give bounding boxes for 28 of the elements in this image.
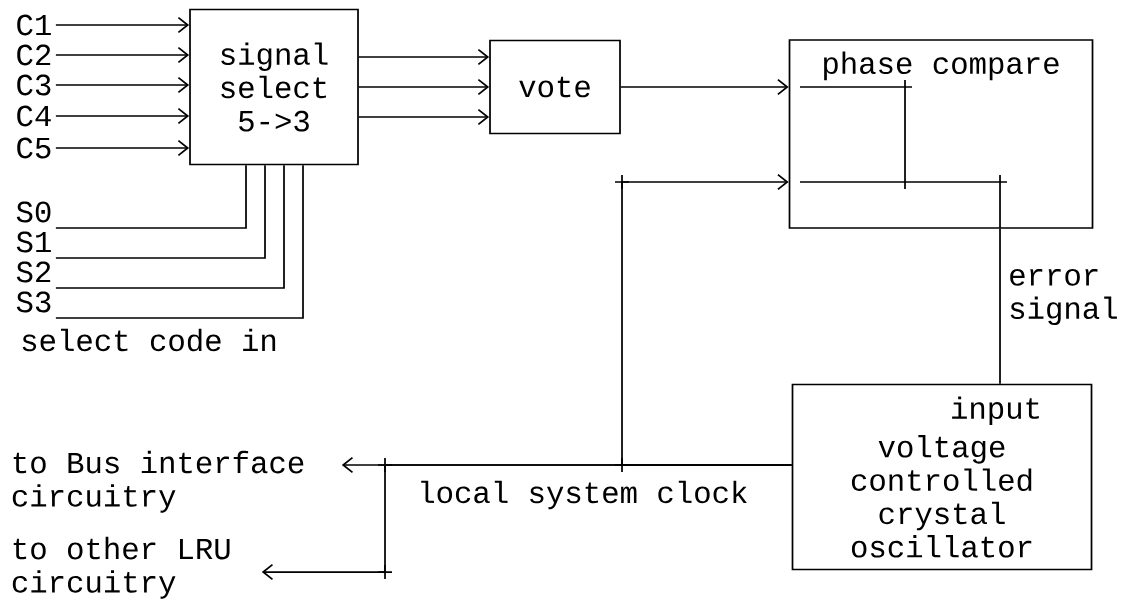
signal-label: S0 (16, 201, 51, 223)
arrow (55, 76, 190, 94)
signal-label: S2 (16, 261, 51, 283)
signal-label: S3 (16, 291, 51, 313)
signal-label: C1 (17, 14, 51, 36)
signal-label: C2 (17, 44, 51, 66)
arrow (261, 464, 793, 581)
arrow (358, 108, 490, 126)
block-box: input voltage controlled crystal oscillator (791, 383, 1093, 571)
signal-label: S1 (16, 231, 51, 253)
text-label: select code in (22, 328, 276, 352)
destination-label: to Bus interface circuitry (12, 450, 304, 513)
edge-label: error signal (1010, 268, 1117, 326)
arrow (55, 107, 190, 125)
arrow (358, 48, 490, 66)
block-box: phase compare (788, 39, 1094, 229)
edge-label: local system clock (421, 480, 747, 510)
block-box: vote (489, 39, 621, 135)
signal-label: C4 (17, 105, 51, 127)
signal-label: C3 (17, 74, 51, 96)
arrow (358, 78, 490, 96)
arrow (620, 78, 789, 96)
signal-label: C5 (17, 137, 51, 159)
block-box: signal select 5->3 (189, 8, 359, 166)
arrow (55, 46, 190, 64)
arrow (55, 16, 190, 34)
arrow (55, 139, 190, 157)
destination-label: to other LRU circuitry (12, 536, 230, 599)
